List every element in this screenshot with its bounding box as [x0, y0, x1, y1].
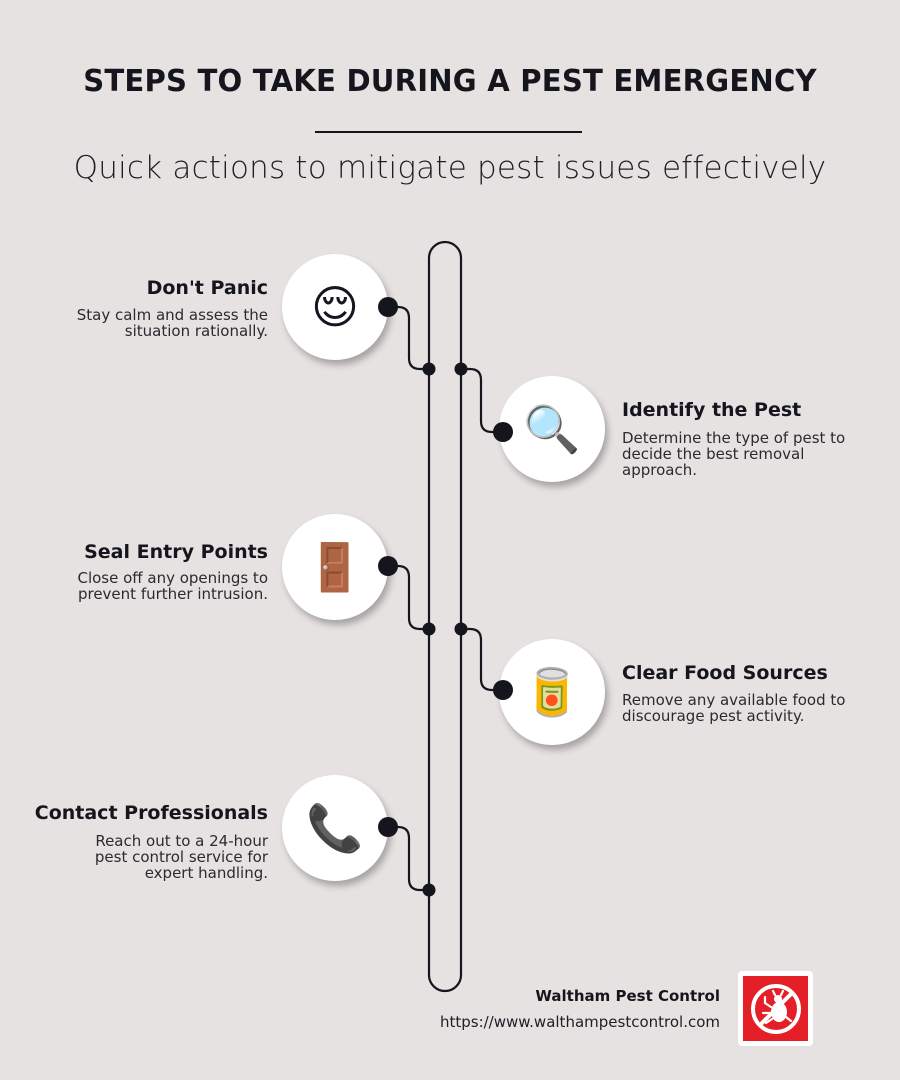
telephone-receiver-icon: 📞: [282, 775, 388, 881]
junction-dot: [422, 883, 436, 897]
junction-dot: [454, 622, 468, 636]
step-title: Clear Food Sources: [622, 662, 828, 684]
junction-dot: [422, 622, 436, 636]
page-subtitle: Quick actions to mitigate pest issues ef…: [73, 150, 827, 186]
step-description: Determine the type of pest to decide the…: [622, 429, 846, 479]
brand-logo: [738, 971, 813, 1046]
step-description: Close off any openings to prevent furthe…: [77, 569, 268, 603]
title-divider: [315, 131, 582, 133]
junction-dot: [454, 362, 468, 376]
brand-url-link[interactable]: https://www.walthampestcontrol.com: [439, 1013, 720, 1031]
step-description: Reach out to a 24-hour pest control serv…: [94, 832, 268, 882]
step-title: Seal Entry Points: [84, 541, 268, 563]
magnifying-glass-icon: 🔍: [499, 376, 605, 482]
junction-dot: [422, 362, 436, 376]
page-title: STEPS TO TAKE DURING A PEST EMERGENCY: [83, 64, 817, 99]
step-title: Don't Panic: [146, 277, 268, 299]
relieved-face-icon: 😌: [282, 254, 388, 360]
step-title: Identify the Pest: [622, 399, 802, 421]
no-bugs-icon: [750, 983, 801, 1034]
step-title: Contact Professionals: [34, 802, 268, 824]
door-icon: 🚪: [282, 514, 388, 620]
step-description: Remove any available food to discourage …: [622, 691, 846, 725]
brand-name: Waltham Pest Control: [535, 987, 720, 1005]
canned-food-icon: 🥫: [499, 639, 605, 745]
step-description: Stay calm and assess the situation ratio…: [76, 306, 268, 340]
